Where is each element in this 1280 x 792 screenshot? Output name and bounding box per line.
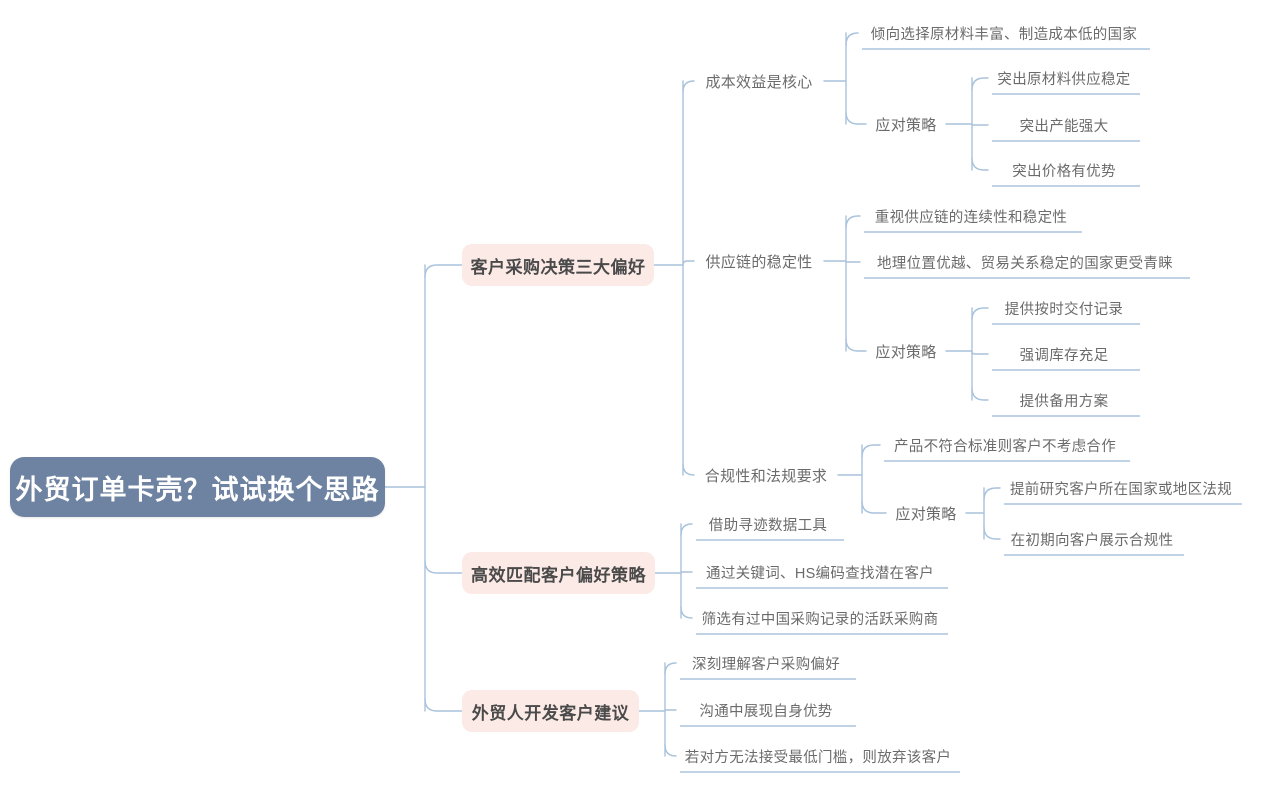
leaf-label: 借助寻迹数据工具: [708, 517, 828, 534]
leaf-abandon-if-below-threshold[interactable]: 若对方无法接受最低门槛，则放弃该客户: [676, 741, 960, 771]
branch-label: 外贸人开发客户建议: [471, 703, 630, 723]
leaf-label: 深刻理解客户采购偏好: [692, 656, 840, 673]
branch-node-developer-advice[interactable]: 外贸人开发客户建议: [462, 690, 639, 732]
branch-node-matching-strategy[interactable]: 高效匹配客户偏好策略: [462, 552, 655, 594]
leaf-label: 地理位置优越、贸易关系稳定的国家更受青睐: [877, 255, 1173, 272]
subnode-compliance-regulation[interactable]: 合规性和法规要求: [694, 460, 838, 490]
leaf-label: 重视供应链的连续性和稳定性: [874, 209, 1068, 226]
leaf-backup-plan[interactable]: 提供备用方案: [988, 385, 1140, 415]
leaf-label: 筛选有过中国采购记录的活跃采购商: [701, 611, 939, 628]
root-label: 外贸订单卡壳？试试换个思路: [15, 474, 380, 505]
leaf-label: 沟通中展现自身优势: [699, 703, 833, 720]
subnode-label: 应对策略: [875, 343, 937, 361]
subnode-label: 成本效益是核心: [705, 73, 813, 91]
leaf-ontime-delivery-record[interactable]: 提供按时交付记录: [988, 293, 1140, 323]
leaf-nonconforming-products[interactable]: 产品不符合标准则客户不考虑合作: [880, 430, 1130, 460]
subnode-strategy-compliance[interactable]: 应对策略: [886, 498, 966, 528]
leaf-label: 在初期向客户展示合规性: [1010, 532, 1174, 549]
leaf-label: 突出原材料供应稳定: [997, 71, 1131, 88]
leaf-low-cost-countries[interactable]: 倾向选择原材料丰富、制造成本低的国家: [858, 18, 1150, 48]
leaf-label: 通过关键词、HS编码查找潜在客户: [706, 565, 934, 582]
branch-label: 客户采购决策三大偏好: [470, 257, 646, 277]
leaf-label: 倾向选择原材料丰富、制造成本低的国家: [870, 26, 1138, 43]
leaf-active-buyers-china-record[interactable]: 筛选有过中国采购记录的活跃采购商: [692, 603, 948, 633]
leaf-label: 突出价格有优势: [1012, 163, 1116, 180]
leaf-label: 强调库存充足: [1019, 347, 1109, 364]
subnode-label: 合规性和法规要求: [704, 467, 828, 485]
subnode-label: 应对策略: [895, 505, 957, 523]
leaf-supply-continuity[interactable]: 重视供应链的连续性和稳定性: [860, 201, 1082, 231]
leaf-price-advantage[interactable]: 突出价格有优势: [988, 155, 1140, 185]
branch-node-customer-preferences[interactable]: 客户采购决策三大偏好: [462, 244, 654, 286]
leaf-label: 提供备用方案: [1019, 393, 1109, 410]
leaf-show-own-advantages[interactable]: 沟通中展现自身优势: [676, 695, 856, 725]
branch-label: 高效匹配客户偏好策略: [471, 565, 646, 585]
leaf-tracking-data-tool[interactable]: 借助寻迹数据工具: [692, 509, 844, 539]
leaf-label: 突出产能强大: [1019, 118, 1109, 135]
subnode-label: 供应链的稳定性: [705, 253, 813, 271]
leaf-strong-capacity[interactable]: 突出产能强大: [988, 110, 1140, 140]
leaf-show-compliance-early[interactable]: 在初期向客户展示合规性: [1000, 524, 1184, 554]
leaf-geography-trade[interactable]: 地理位置优越、贸易关系稳定的国家更受青睐: [860, 247, 1190, 277]
leaf-label: 提供按时交付记录: [1004, 301, 1124, 318]
subnode-supply-chain-stability[interactable]: 供应链的稳定性: [694, 246, 824, 276]
leaf-research-local-regulations[interactable]: 提前研究客户所在国家或地区法规: [1000, 473, 1242, 503]
leaf-label: 提前研究客户所在国家或地区法规: [1010, 481, 1232, 498]
leaf-stable-material-supply[interactable]: 突出原材料供应稳定: [988, 63, 1140, 93]
leaf-sufficient-inventory[interactable]: 强调库存充足: [988, 339, 1140, 369]
leaf-understand-preferences[interactable]: 深刻理解客户采购偏好: [676, 648, 856, 678]
leaf-label: 产品不符合标准则客户不考虑合作: [894, 438, 1116, 455]
mindmap-root-node[interactable]: 外贸订单卡壳？试试换个思路: [10, 457, 385, 517]
leaf-keyword-hs-code-search[interactable]: 通过关键词、HS编码查找潜在客户: [692, 557, 948, 587]
subnode-strategy-cost[interactable]: 应对策略: [866, 109, 946, 139]
leaf-label: 若对方无法接受最低门槛，则放弃该客户: [684, 749, 952, 766]
subnode-label: 应对策略: [875, 116, 937, 134]
subnode-cost-efficiency[interactable]: 成本效益是核心: [694, 66, 824, 96]
subnode-strategy-supply[interactable]: 应对策略: [866, 336, 946, 366]
